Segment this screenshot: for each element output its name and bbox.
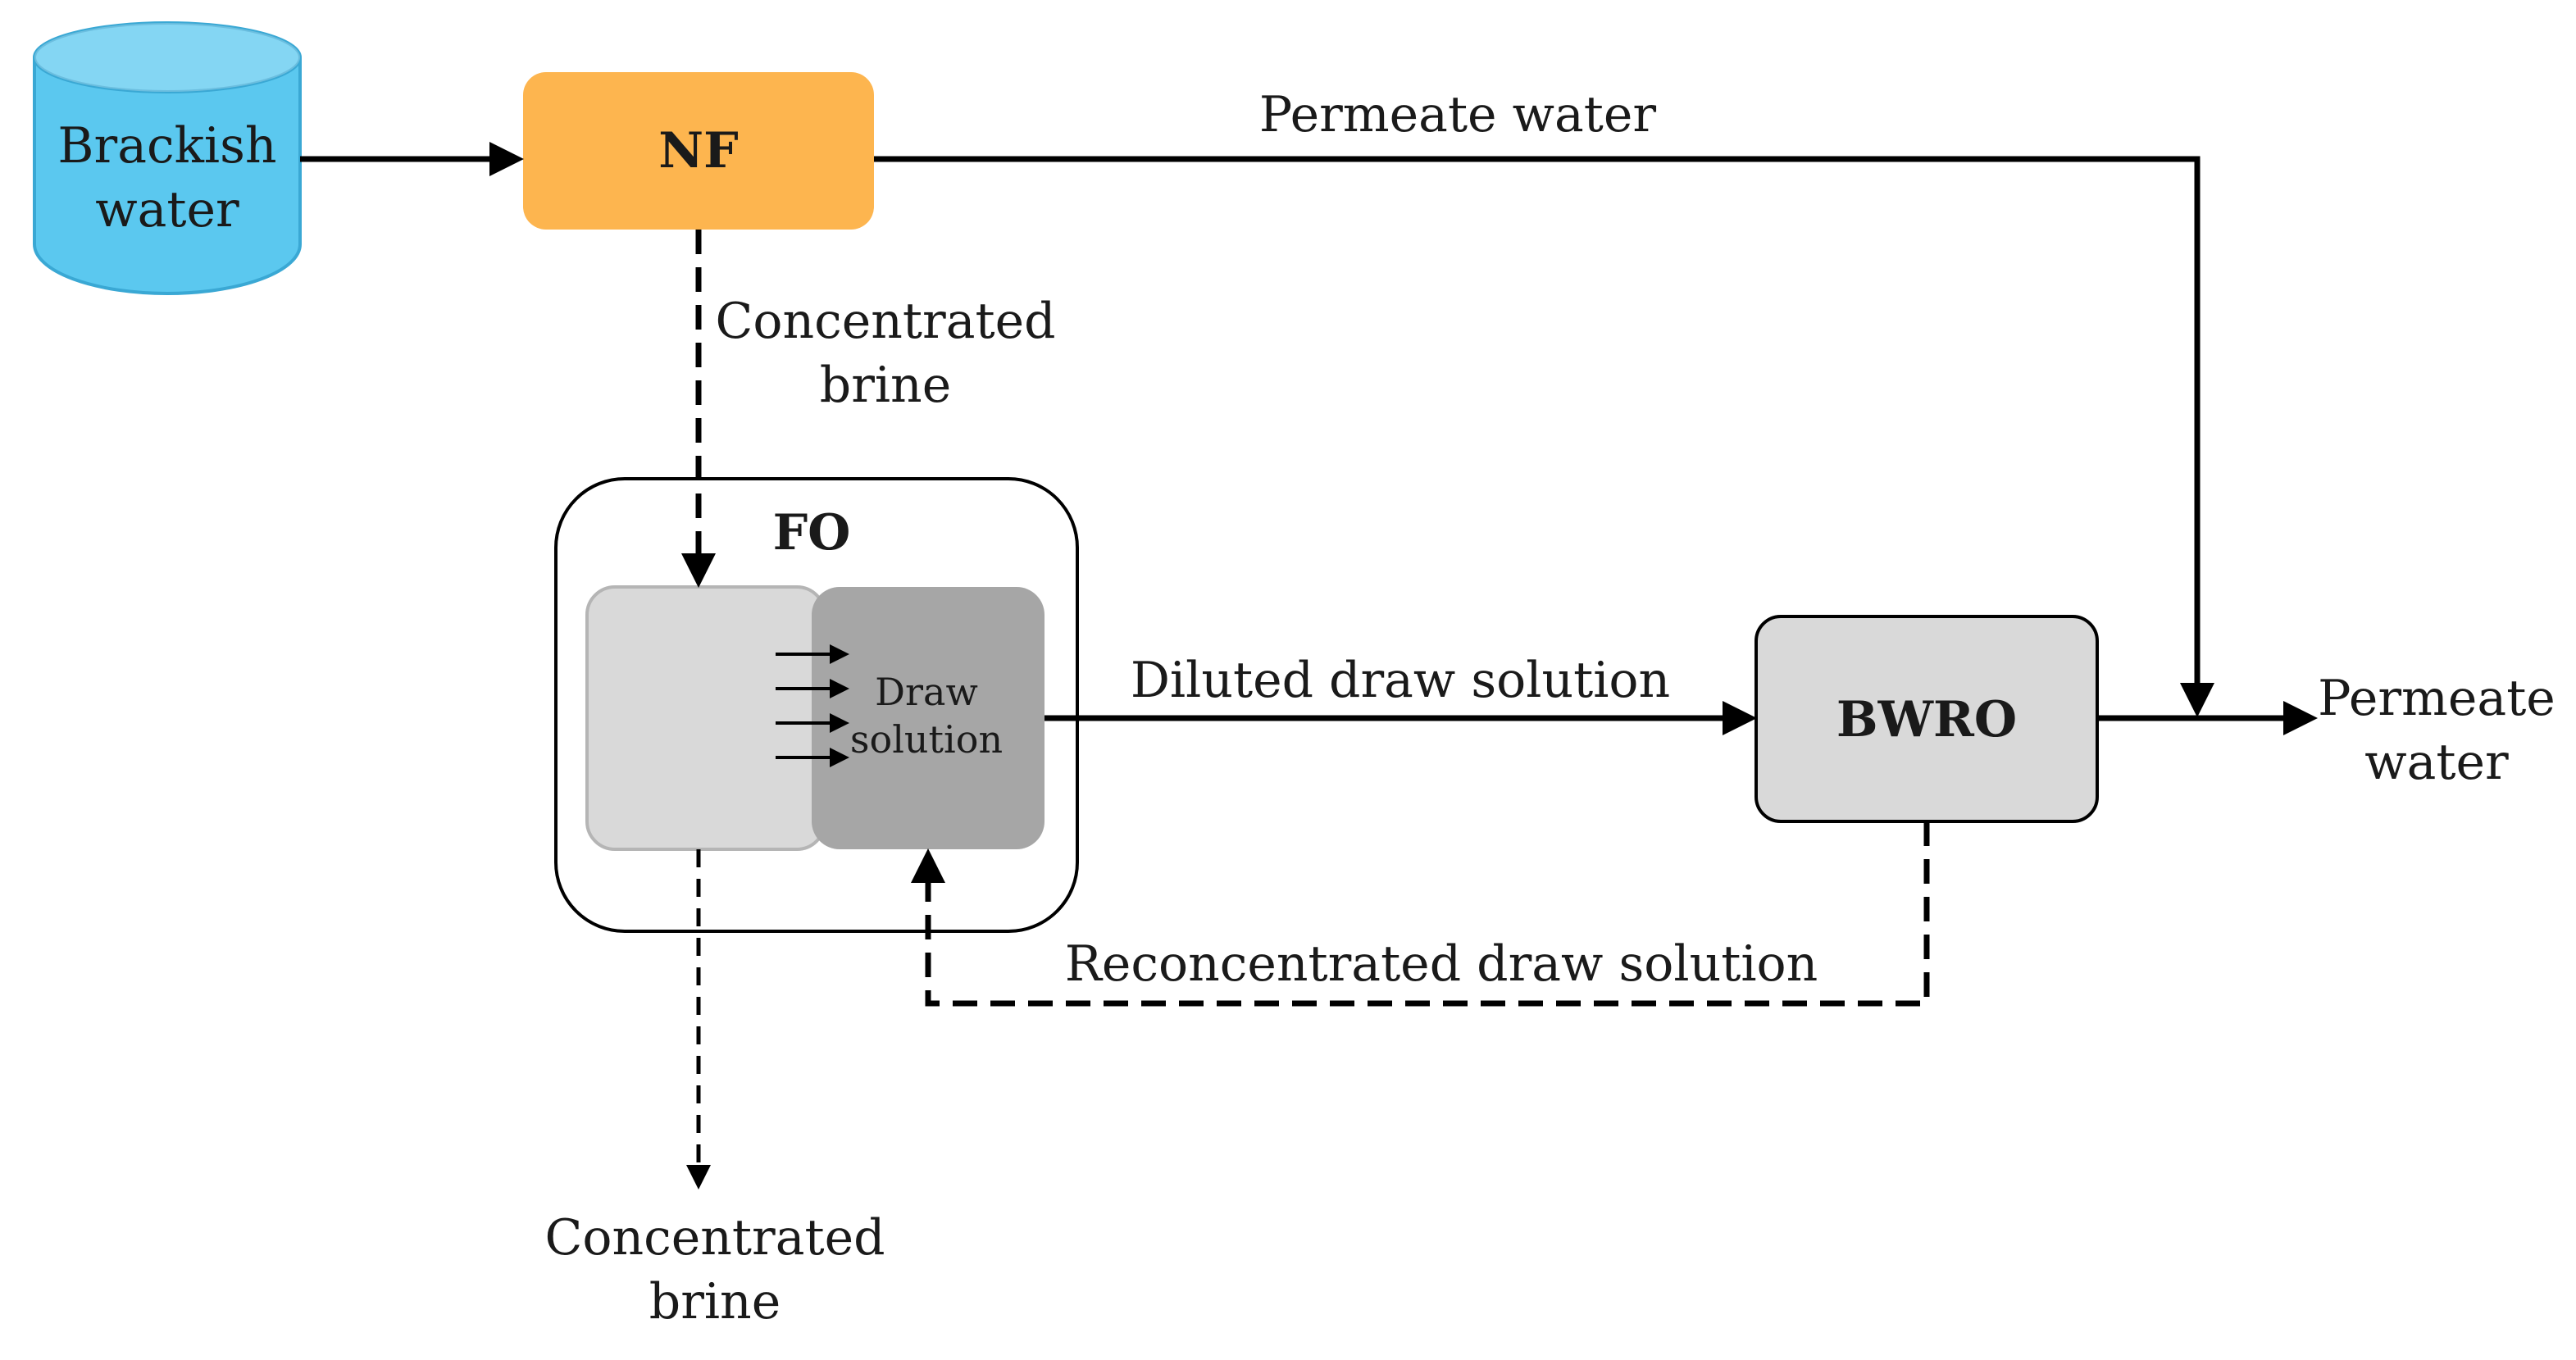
fo-feed-side [585, 585, 826, 851]
nf-brine-label-line1: Concentrated [715, 293, 1055, 350]
fo-unit: FO Draw solution [554, 477, 1079, 933]
bwro-unit: BWRO [1755, 615, 2099, 823]
fo-brine-label-line1: Concentrated [544, 1209, 885, 1267]
draw-solution-label-line2: solution [850, 717, 1003, 762]
brackish-water-tank: Brackish water [33, 21, 302, 295]
final-permeate-label-line1: Permeate [2318, 670, 2556, 727]
source-label-line2: water [95, 181, 239, 239]
fo-label: FO [773, 504, 851, 562]
fo-draw-side [812, 587, 1045, 849]
draw-solution-label-line1: Draw [875, 670, 978, 714]
bwro-label: BWRO [1836, 691, 2017, 748]
fo-brine-label-line2: brine [649, 1273, 781, 1330]
source-label-line1: Brackish [57, 117, 276, 175]
final-permeate-label-line2: water [2364, 734, 2509, 791]
reconcentrated-draw-label: Reconcentrated draw solution [1065, 935, 1818, 993]
nf-box [523, 72, 874, 230]
reconcentrated-draw-arrow [911, 821, 1930, 1007]
water-transport-arrows [776, 644, 849, 767]
nf-brine-label-line2: brine [820, 357, 951, 414]
nf-permeate-label: Permeate water [1259, 86, 1656, 143]
nf-unit: NF [523, 72, 874, 230]
nf-permeate-arrow [874, 156, 2214, 717]
nf-label: NF [658, 122, 738, 180]
tank-body [33, 57, 302, 295]
diluted-draw-label: Diluted draw solution [1131, 652, 1670, 709]
tank-top [33, 21, 302, 93]
